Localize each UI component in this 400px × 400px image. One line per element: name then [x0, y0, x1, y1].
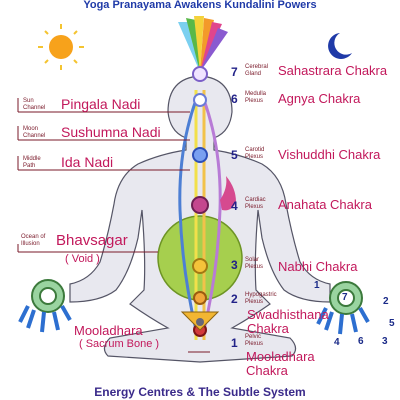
chakra-6-name: Agnya Chakra: [278, 91, 361, 106]
right-hand-num-6: 6: [358, 336, 364, 347]
bhavsagar-label: Bhavsagar: [56, 232, 128, 249]
bhavsagar-sub-2: Illusion: [21, 241, 40, 247]
pingala-sub-2: Channel: [23, 105, 46, 111]
chakra-2-plexus: Hypogastric: [245, 292, 277, 298]
ida-nadi-label: Ida Nadi: [61, 154, 114, 170]
chakra-1-name-2: Chakra: [246, 363, 288, 378]
chakra-3-plexus-2: Plexus: [245, 264, 264, 270]
chakra-5-plexus-2: Plexus: [245, 154, 264, 160]
right-hand-num-1: 1: [314, 280, 320, 291]
left-leader-lines: [17, 98, 210, 353]
chakra-4-plexus-2: Plexus: [245, 204, 264, 210]
chakra-6-plexus: Medulla: [245, 91, 267, 97]
crown-rays: [178, 16, 228, 72]
pingala-sub-1: Sun: [23, 98, 34, 104]
chakra-2-name-2: Chakra: [247, 321, 289, 336]
sushumna-sub-1: Moon: [23, 126, 39, 132]
ida-sub-1: Middle: [23, 156, 41, 162]
chakra-2-number: 2: [231, 292, 238, 306]
chakra-4-plexus: Cardiac: [245, 197, 266, 203]
right-hand: [316, 281, 370, 335]
page-title: Yoga Pranayama Awakens Kundalini Powers: [83, 0, 317, 11]
chakra-3-number: 3: [231, 258, 238, 272]
mooladhara-base-label: Mooladhara: [74, 323, 143, 338]
pingala-nadi-label: Pingala Nadi: [61, 96, 141, 112]
right-hand-num-5: 5: [389, 318, 395, 329]
chakra-2-plexus-2: Plexus: [245, 299, 264, 305]
chakra-4-name: Anahata Chakra: [278, 197, 372, 212]
bhavsagar-sub-1: Ocean of: [21, 234, 46, 240]
footer-caption: Energy Centres & The Subtle System: [94, 385, 306, 399]
right-hand-num-3: 3: [382, 336, 388, 347]
chakra-3-plexus: Solar: [245, 257, 260, 263]
sacrum-bone-note: ( Sacrum Bone ): [79, 338, 160, 350]
chakra-1-number: 1: [231, 336, 238, 350]
ida-sub-2: Path: [23, 163, 36, 169]
sushumna-sub-2: Channel: [23, 133, 46, 139]
chakra-3-name: Nabhi Chakra: [278, 259, 358, 274]
chakra-1-plexus-2: Plexus: [245, 341, 264, 347]
chakra-2-name: Swadhisthana: [247, 307, 329, 322]
chakra-5-number: 5: [231, 148, 238, 162]
moon-icon: [328, 33, 352, 59]
left-hand: [18, 279, 72, 333]
chakra-4-number: 4: [231, 199, 238, 213]
chakra-5-plexus: Carotid: [245, 147, 265, 153]
right-hand-num-4: 4: [334, 337, 340, 348]
chakra-6-number: 6: [231, 92, 238, 106]
chakra-5-name: Vishuddhi Chakra: [278, 147, 381, 162]
chakra-7-plexus-2: Gland: [245, 71, 262, 77]
bhavsagar-note: ( Void ): [65, 253, 100, 265]
chakra-7-plexus: Cerebral: [245, 64, 269, 70]
sun-icon: [38, 24, 84, 70]
heart-flame-icon: [220, 176, 236, 211]
chakra-6-plexus-2: Plexus: [245, 98, 264, 104]
chakra-7-name: Sahastrara Chakra: [278, 63, 388, 78]
chakra-1-plexus: Pelvic: [245, 334, 262, 340]
right-hand-num-2: 2: [383, 296, 389, 307]
chakra-symbols: [180, 66, 220, 337]
right-hand-num-7: 7: [342, 292, 348, 303]
chakra-1-name: Mooladhara: [246, 349, 315, 364]
chakra-7-number: 7: [231, 65, 238, 79]
sushumna-nadi-label: Sushumna Nadi: [61, 124, 161, 140]
